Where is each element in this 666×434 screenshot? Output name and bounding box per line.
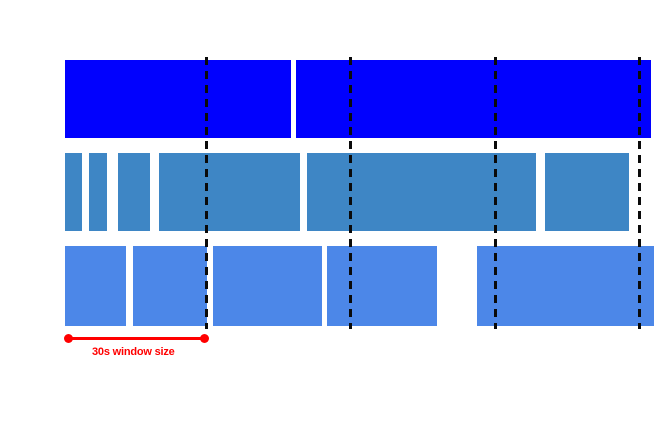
window-boundary-line [205,57,208,329]
segment-bar [307,153,536,231]
window-size-label: 30s window size [92,346,175,358]
window-boundary-line [494,57,497,329]
window-boundary-line [349,57,352,329]
segment-bar [545,153,629,231]
segment-bar [65,153,82,231]
window-boundary-line [638,57,641,329]
arrow-endpoint-left-icon [64,334,73,343]
window-size-arrow [68,337,204,340]
arrow-endpoint-right-icon [200,334,209,343]
segment-bar [89,153,107,231]
segment-bar [65,60,291,138]
segment-bar [296,60,651,138]
segment-bar [118,153,150,231]
segment-bar [65,246,126,326]
segment-bar [159,153,300,231]
segment-bar [477,246,654,326]
segment-bar [327,246,437,326]
segment-bar [213,246,322,326]
segment-bar [133,246,207,326]
